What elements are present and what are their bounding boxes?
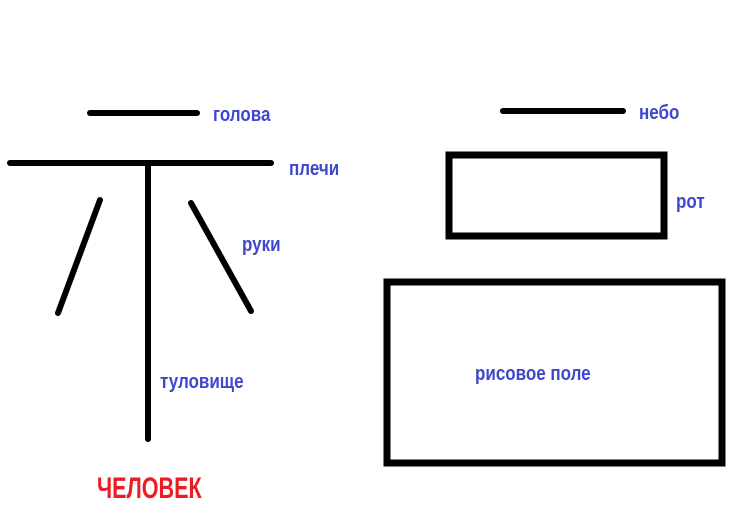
label-arms: руки [242,233,281,256]
label-mouth: рот [676,190,705,213]
rice-field-rect [383,278,726,467]
left-arm-line [55,197,103,316]
right-arm-line [188,200,254,314]
label-person: ЧЕЛОВЕК [97,470,202,504]
person-figure [7,110,274,442]
label-rice-field: рисовое поле [475,362,591,385]
label-torso: туловище [160,370,244,393]
label-head: голова [213,103,271,126]
label-sky: небо [639,101,679,124]
label-shoulders: плечи [289,157,339,180]
mouth-rect [445,151,668,240]
landscape-figure [383,108,726,467]
